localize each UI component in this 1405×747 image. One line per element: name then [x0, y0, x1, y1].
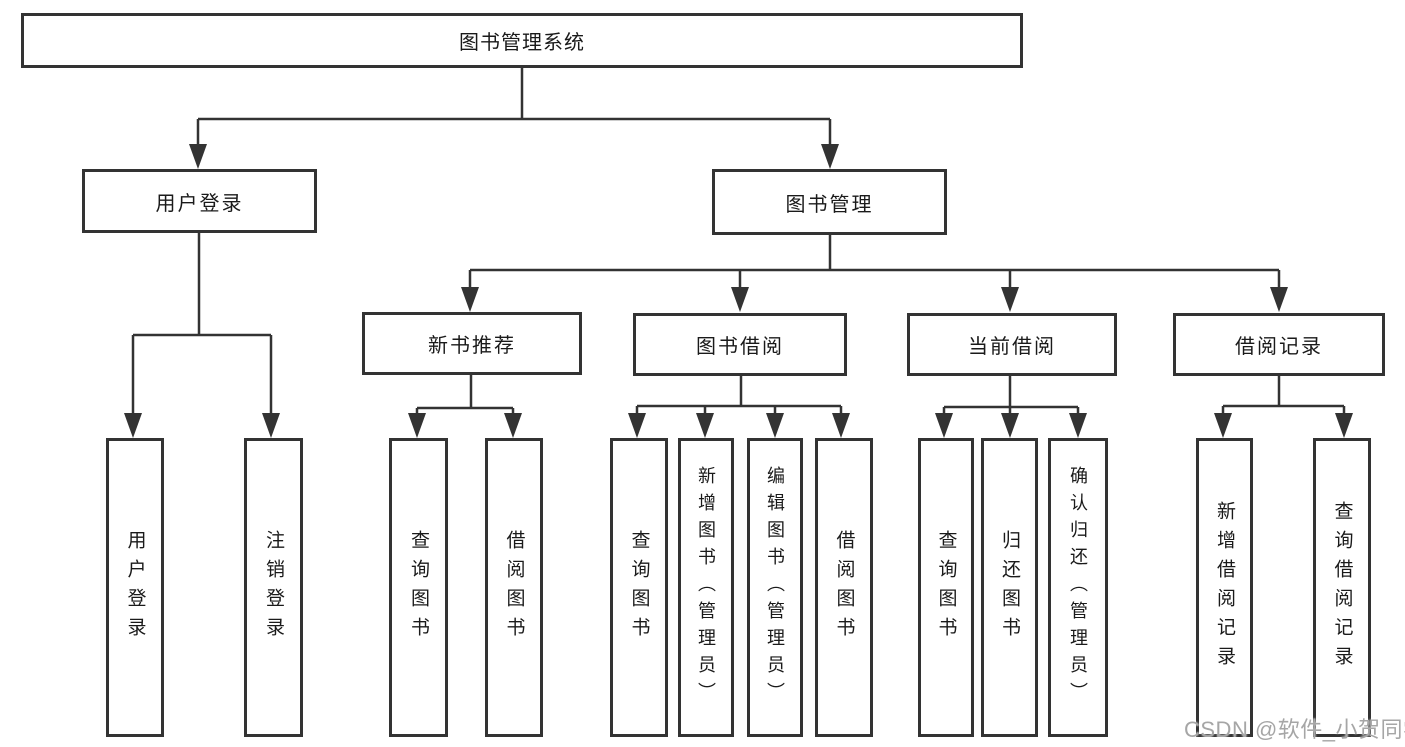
leaf-borrow-books-recommend: 借阅图书 — [485, 438, 543, 737]
node-label: 用户登录 — [124, 529, 146, 646]
node-label: 借阅图书 — [503, 529, 525, 646]
node-label: 用户登录 — [155, 192, 244, 215]
node-label: 图书管理 — [785, 193, 874, 216]
node-label: 确认归还（管理员） — [1068, 466, 1088, 709]
leaf-add-book-admin: 新增图书（管理员） — [678, 438, 734, 737]
node-book-management: 图书管理 — [712, 169, 947, 235]
leaf-query-books-borrow: 查询图书 — [610, 438, 668, 737]
node-label: 查询借阅记录 — [1331, 500, 1353, 675]
node-label: 编辑图书（管理员） — [765, 466, 785, 709]
csdn-watermark: CSDN @软件_小贺同学 — [1184, 717, 1405, 742]
node-user-login: 用户登录 — [82, 169, 317, 233]
node-label: 查询图书 — [935, 529, 957, 646]
node-label: 归还图书 — [999, 529, 1020, 646]
node-library-management-system: 图书管理系统 — [21, 13, 1023, 68]
node-label: 注销登录 — [263, 529, 284, 646]
node-label: 新增图书（管理员） — [696, 466, 716, 709]
node-label: 图书管理系统 — [459, 32, 585, 54]
node-label: 借阅图书 — [833, 529, 855, 646]
leaf-return-book: 归还图书 — [981, 438, 1038, 737]
node-new-book-recommend: 新书推荐 — [362, 312, 582, 375]
node-borrow-records: 借阅记录 — [1173, 313, 1385, 376]
leaf-query-borrow-record: 查询借阅记录 — [1313, 438, 1371, 737]
leaf-borrow-books: 借阅图书 — [815, 438, 873, 737]
leaf-logout: 注销登录 — [244, 438, 303, 737]
node-book-borrow: 图书借阅 — [633, 313, 847, 376]
leaf-query-books-current: 查询图书 — [918, 438, 974, 737]
node-label: 新书推荐 — [428, 335, 516, 357]
node-label: 查询图书 — [408, 529, 429, 646]
leaf-add-borrow-record: 新增借阅记录 — [1196, 438, 1253, 737]
node-label: 查询图书 — [628, 529, 650, 646]
node-label: 借阅记录 — [1235, 336, 1323, 358]
node-label: 新增借阅记录 — [1214, 500, 1235, 675]
leaf-user-login: 用户登录 — [106, 438, 164, 737]
leaf-query-books-recommend: 查询图书 — [389, 438, 448, 737]
leaf-confirm-return-admin: 确认归还（管理员） — [1048, 438, 1108, 737]
leaf-edit-book-admin: 编辑图书（管理员） — [747, 438, 803, 737]
node-label: 当前借阅 — [968, 336, 1056, 358]
node-current-borrow: 当前借阅 — [907, 313, 1117, 376]
node-label: 图书借阅 — [696, 336, 784, 358]
